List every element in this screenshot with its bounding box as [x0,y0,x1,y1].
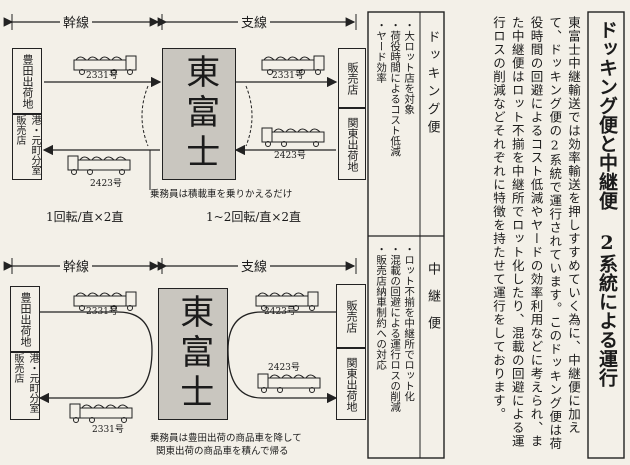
truck-label: 2331号 [92,425,124,435]
relay-item: ・混載の回避による運行ロスの削減 [389,244,402,412]
crew-note-top: 乗務員は積載車を乗りかえるだけ [150,189,293,200]
kanto-shipping-box-bottom: 関東出荷地 [336,348,366,420]
truck-label: 2423号 [274,151,306,161]
truck-label: 2423号 [268,363,300,373]
body-text: 東富士中継輸送では効率輸送を押しすすめていく為に、中継便に加えて、ドッキング便の… [491,16,581,451]
truck-label: 2331号 [86,307,118,317]
relay-item: ・ロット不揃を中継所でロット化 [403,244,416,402]
truck-label: 2423号 [90,179,122,189]
kanto-shipping-box-top: 関東出荷地 [338,108,366,180]
dealer-box-bottom: 販売店 [336,284,366,348]
truck-label: 2331号 [86,71,118,81]
docking-header: ドッキング便 [424,30,440,138]
dealer-box-top: 販売店 [338,48,366,108]
docking-item: ・ヤード効率 [375,20,388,83]
minato-branch-box-bottom: 港・元町分室販売店 [10,352,40,420]
truck-label: 2331号 [272,71,304,81]
title-border [587,11,625,459]
trunk-label-top: 幹線 [60,12,93,31]
higashi-fuji-hub-top: 東富士 [162,48,236,180]
relay-header: 中継便 [425,262,440,343]
crew-note-bottom-1: 乗務員は豊田出荷の商品車を降して [150,433,302,444]
higashi-fuji-hub-bottom: 東富士 [158,288,228,420]
branch-label-bottom: 支線 [238,256,271,275]
minato-branch-box-top: 港・元町分室販売店 [12,114,42,180]
left-rotation-note: 1回転/直×2直 [46,210,124,224]
truck-label: 2423号 [264,307,296,317]
relay-item: ・販売店納車制約への対応 [375,244,388,370]
right-rotation-note: 1~2回転/直×2直 [206,210,302,224]
crew-note-bottom-2: 関東出荷の商品車を積んで帰る [156,446,289,457]
trunk-label-bottom: 幹線 [60,256,93,275]
docking-item: ・荷役時間によるコスト低減 [389,20,402,157]
docking-item: ・大ロット店を対象 [403,20,416,115]
article-title: ドッキング便と中継便 2系統による運行 [596,20,618,387]
toyota-shipping-box-bottom: 豊田出荷地 [10,286,40,352]
toyota-shipping-box-top: 豊田出荷地 [12,48,42,114]
feature-table-border [367,11,445,459]
branch-label-top: 支線 [238,12,271,31]
